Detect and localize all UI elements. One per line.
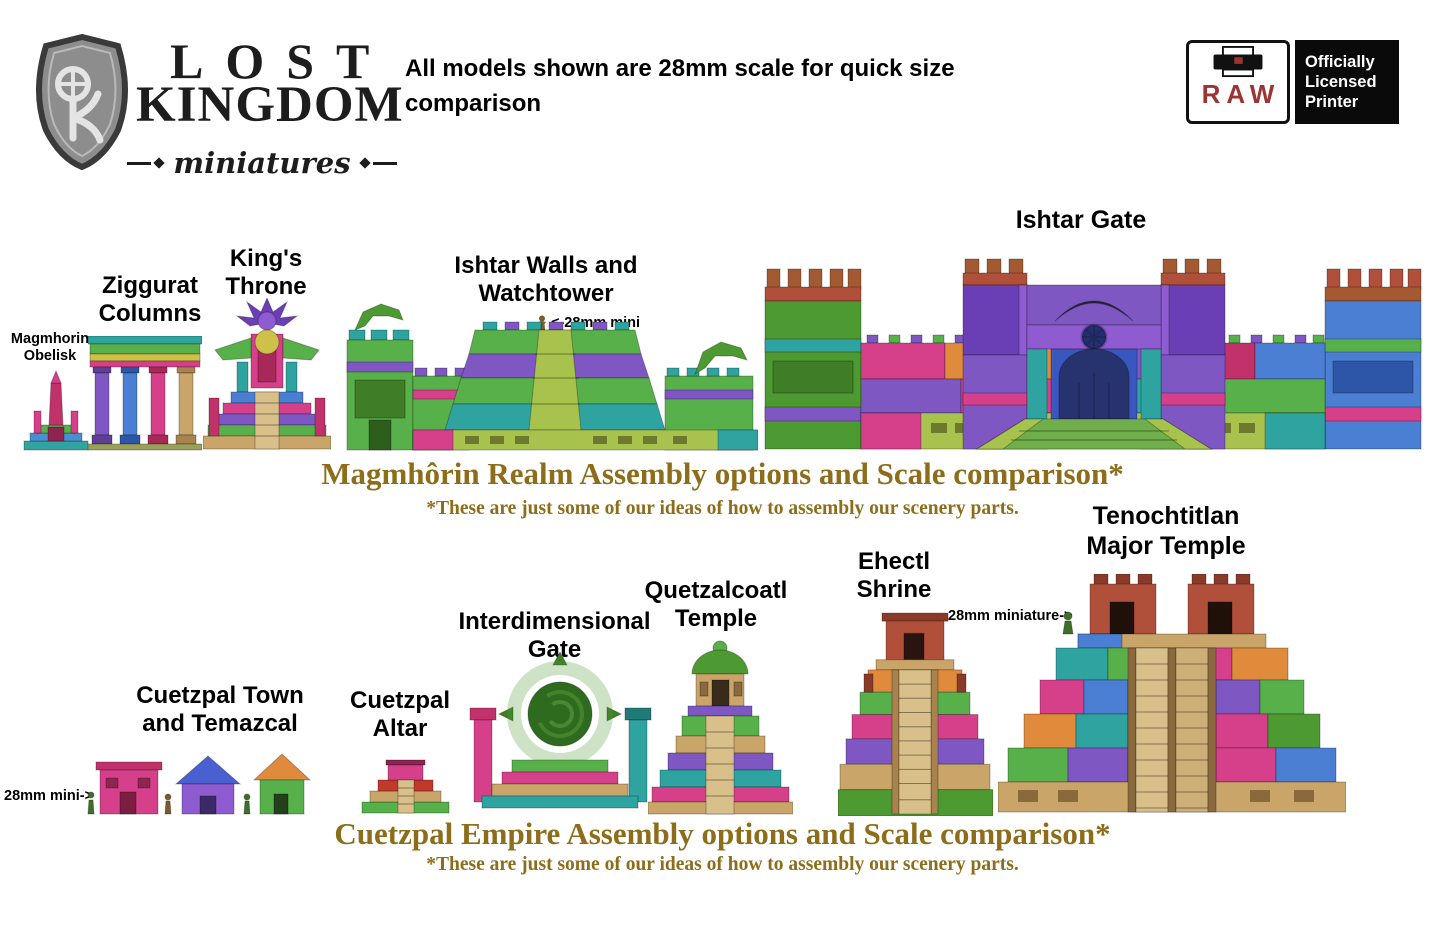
label-quetzalcoatl-temple: Quetzalcoatl Temple — [644, 577, 788, 633]
logo-title-lost: LOST — [170, 33, 392, 89]
label-interdimensional-gate: Interdimensional Gate — [458, 608, 651, 664]
model-ishtar-gate — [763, 243, 1423, 453]
label-ziggurat-columns: Ziggurat Columns — [98, 272, 202, 328]
flourish-left-icon — [127, 157, 166, 169]
model-tenochtitlan-temple — [998, 574, 1346, 816]
model-cuetzpal-altar — [358, 752, 453, 816]
label-magmhorin-obelisk: Magmhorin Obelisk — [10, 331, 90, 365]
model-quetzalcoatl-temple — [648, 638, 793, 816]
label-ehectl-shrine: Ehectl Shrine — [856, 548, 932, 604]
flourish-right-icon — [358, 157, 397, 169]
dragon-statue-icon — [354, 303, 404, 331]
logo-subtitle: miniatures — [173, 146, 351, 180]
scale-note: All models shown are 28mm scale for quic… — [405, 55, 955, 117]
mini-figure-icon — [243, 793, 251, 815]
model-kings-throne — [203, 298, 331, 453]
mini-figure-icon — [87, 791, 95, 815]
mini-figure-icon — [164, 793, 172, 815]
logo-shield-icon — [36, 34, 128, 170]
label-ishtar-gate: Ishtar Gate — [1015, 206, 1147, 234]
label-cuetzpal-town: Cuetzpal Town and Temazcal — [136, 682, 304, 738]
dragon-statue-icon — [694, 341, 748, 376]
printer-icon — [1213, 46, 1263, 78]
model-magmhorin-obelisk — [18, 367, 94, 453]
subcaption-magmhorin: *These are just some of our ideas of how… — [426, 498, 1019, 519]
logo-title-kingdom: KINGDOM — [136, 77, 404, 133]
label-kings-throne: King's Throne — [225, 245, 307, 301]
model-ehectl-shrine — [838, 609, 993, 816]
model-cuetzpal-town — [84, 748, 322, 816]
mini-figure-icon — [1062, 611, 1074, 635]
logo-subtitle-row: miniatures — [124, 146, 400, 180]
raw-license-text: Officially Licensed Printer — [1295, 40, 1399, 124]
raw-brand: RAW — [1201, 79, 1281, 109]
gate-door-icon — [1058, 348, 1130, 420]
raw-badge: RAW Officially Licensed Printer — [1186, 40, 1399, 124]
annotation-28mm-mini-bottom: 28mm mini-> — [4, 788, 94, 804]
caption-magmhorin: Magmhôrin Realm Assembly options and Sca… — [321, 456, 1124, 491]
logo: LOST KINGDOM miniatures — [24, 28, 414, 198]
raw-logo-box: RAW — [1186, 40, 1290, 124]
model-interdimensional-gate — [468, 652, 653, 816]
model-ziggurat-columns — [88, 336, 202, 452]
annotation-28mm-miniature: 28mm miniature-> — [948, 608, 1073, 624]
gate-emblem-icon — [1054, 300, 1134, 322]
label-tenochtitlan-temple: Tenochtitlan Major Temple — [1086, 502, 1246, 560]
caption-cuetzpal: Cuetzpal Empire Assembly options and Sca… — [334, 816, 1111, 851]
model-ishtar-walls — [343, 300, 758, 453]
label-ishtar-walls: Ishtar Walls and Watchtower — [454, 252, 638, 308]
label-cuetzpal-altar: Cuetzpal Altar — [349, 687, 450, 743]
subcaption-cuetzpal: *These are just some of our ideas of how… — [426, 854, 1019, 875]
